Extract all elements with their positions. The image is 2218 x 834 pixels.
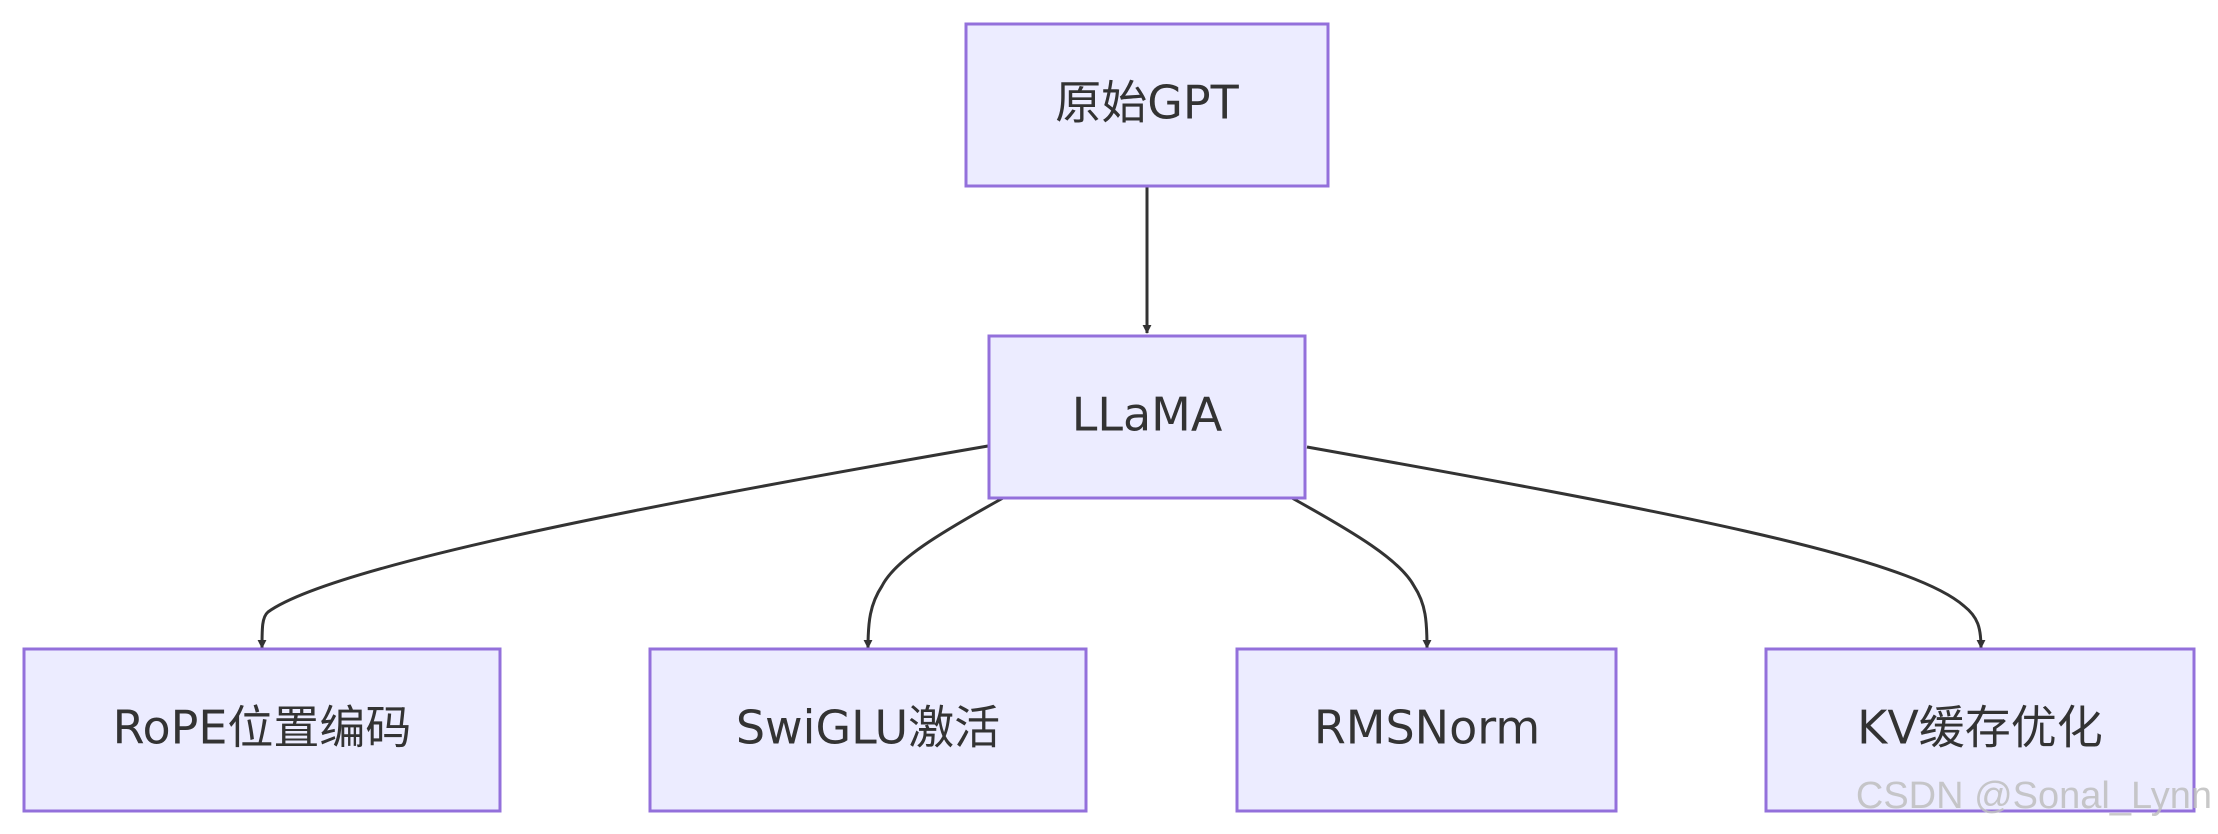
node-rope-position-encoding: RoPE位置编码 (22, 647, 502, 813)
node-swiglu-activation: SwiGLU激活 (648, 647, 1088, 813)
edge-llama-swiglu (863, 496, 1004, 649)
edge-llama-kv (1306, 445, 1986, 649)
edges (257, 187, 1986, 649)
watermark-text: CSDN @Sonal_Lynn (1855, 775, 2212, 817)
edge-llama-rope (257, 444, 989, 649)
node-label: SwiGLU激活 (736, 701, 1000, 755)
node-label: LLaMA (1072, 388, 1223, 442)
node-label: RoPE位置编码 (113, 701, 412, 755)
node-llama: LLaMA (987, 334, 1307, 500)
node-label: RMSNorm (1314, 701, 1540, 755)
node-rmsnorm: RMSNorm (1235, 647, 1618, 813)
edge-llama-rmsnorm (1291, 496, 1432, 649)
node-label: 原始GPT (1055, 76, 1239, 130)
node-label: KV缓存优化 (1857, 701, 2103, 755)
node-original-gpt: 原始GPT (964, 22, 1330, 188)
node-kv-cache-optimization: KV缓存优化 (1764, 647, 2196, 813)
